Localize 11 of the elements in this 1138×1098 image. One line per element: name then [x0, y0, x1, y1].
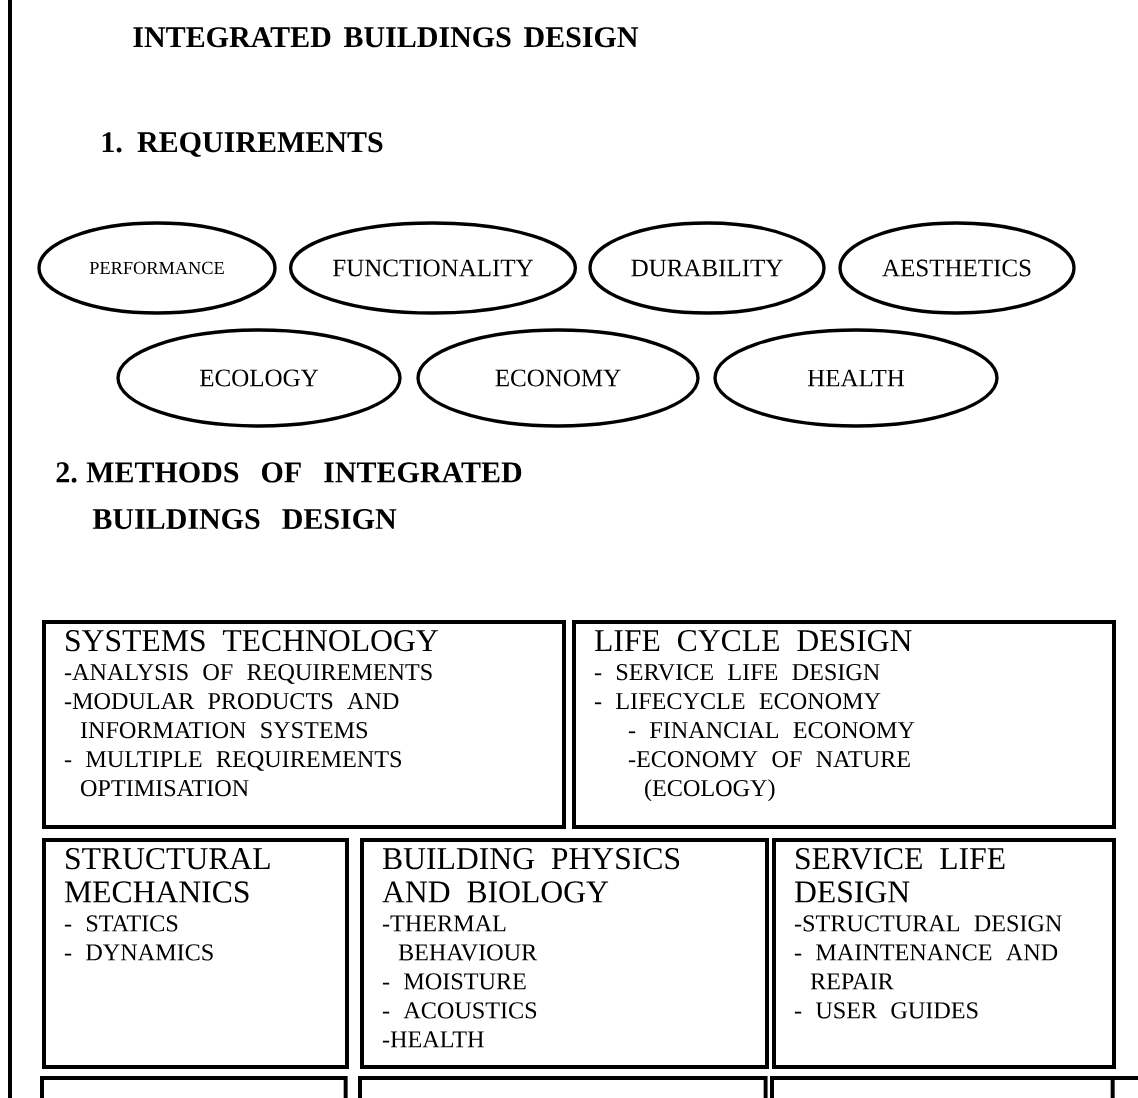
method-box: STRUCTURAL MECHANICS - STATICS - DYNAMICS [42, 838, 349, 1069]
title: INTEGRATED BUILDINGS DESIGN [133, 27, 639, 48]
empty-box [40, 1076, 348, 1098]
section-heading: 1. REQUIREMENTS [102, 132, 383, 157]
empty-box [358, 1076, 768, 1098]
method-box: SERVICE LIFE DESIGN -STRUCTURAL DESIGN - MAINTENANCE AND REPAIR - USER GUIDES [772, 838, 1116, 1069]
section-heading: 2. METHODS OF INTEGRATED BUILDINGS DESIGN [56, 462, 522, 530]
method-box: BUILDING PHYSICS AND BIOLOGY -THERMAL BEHAVIOUR - MOISTURE - ACOUSTICS -HEALTH [360, 838, 769, 1069]
method-box: SYSTEMS TECHNOLOGY -ANALYSIS OF REQUIREMENTS -MODULAR PRODUCTS AND INFORMATION SYSTEMS - MULTIPLE REQUIREMENTS OPTIMISATION [42, 620, 566, 829]
empty-box [770, 1076, 1115, 1098]
method-box: LIFE CYCLE DESIGN - SERVICE LIFE DESIGN - LIFECYCLE ECONOMY - FINANCIAL ECONOMY -ECONOMY OF NATURE (ECOLOGY) [572, 620, 1116, 829]
